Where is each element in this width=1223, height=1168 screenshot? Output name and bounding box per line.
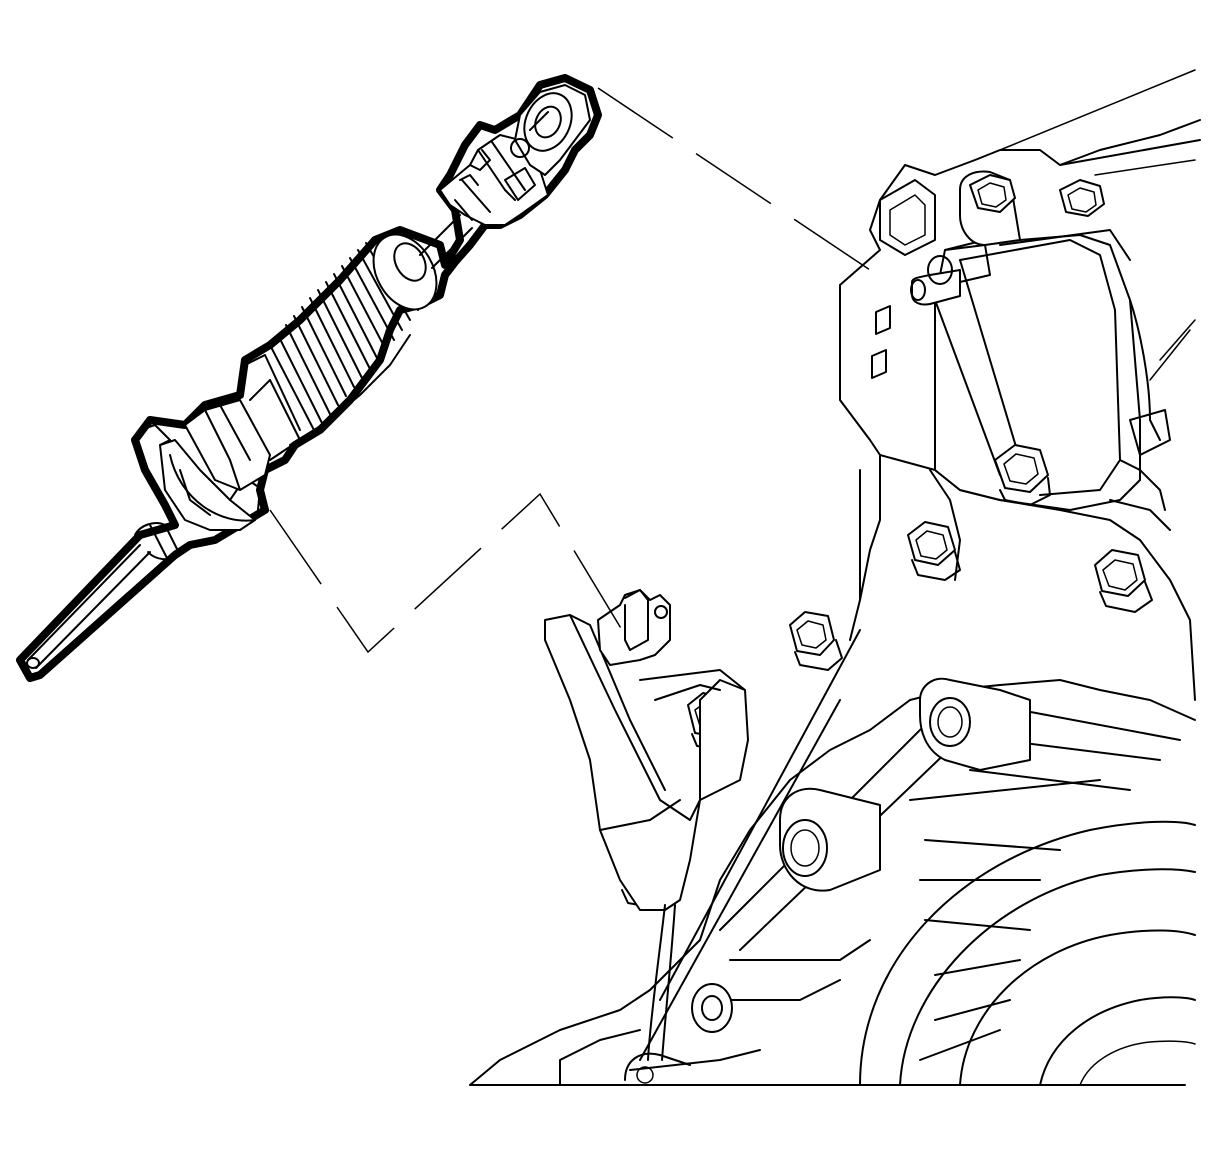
bolt (1059, 179, 1105, 217)
shift-lever (910, 170, 1196, 531)
bolt (789, 611, 843, 671)
bolt (969, 174, 1016, 213)
leader-line (597, 87, 871, 271)
cable-end-fitting (439, 84, 591, 226)
bolt (1094, 549, 1153, 613)
cable-boot (269, 237, 419, 446)
bolt (907, 521, 961, 581)
transmission-housing (469, 69, 1201, 1086)
bolt (994, 444, 1051, 506)
leader-line (269, 492, 629, 654)
mounting-bracket (544, 589, 749, 1061)
shift-cable (16, 74, 602, 682)
